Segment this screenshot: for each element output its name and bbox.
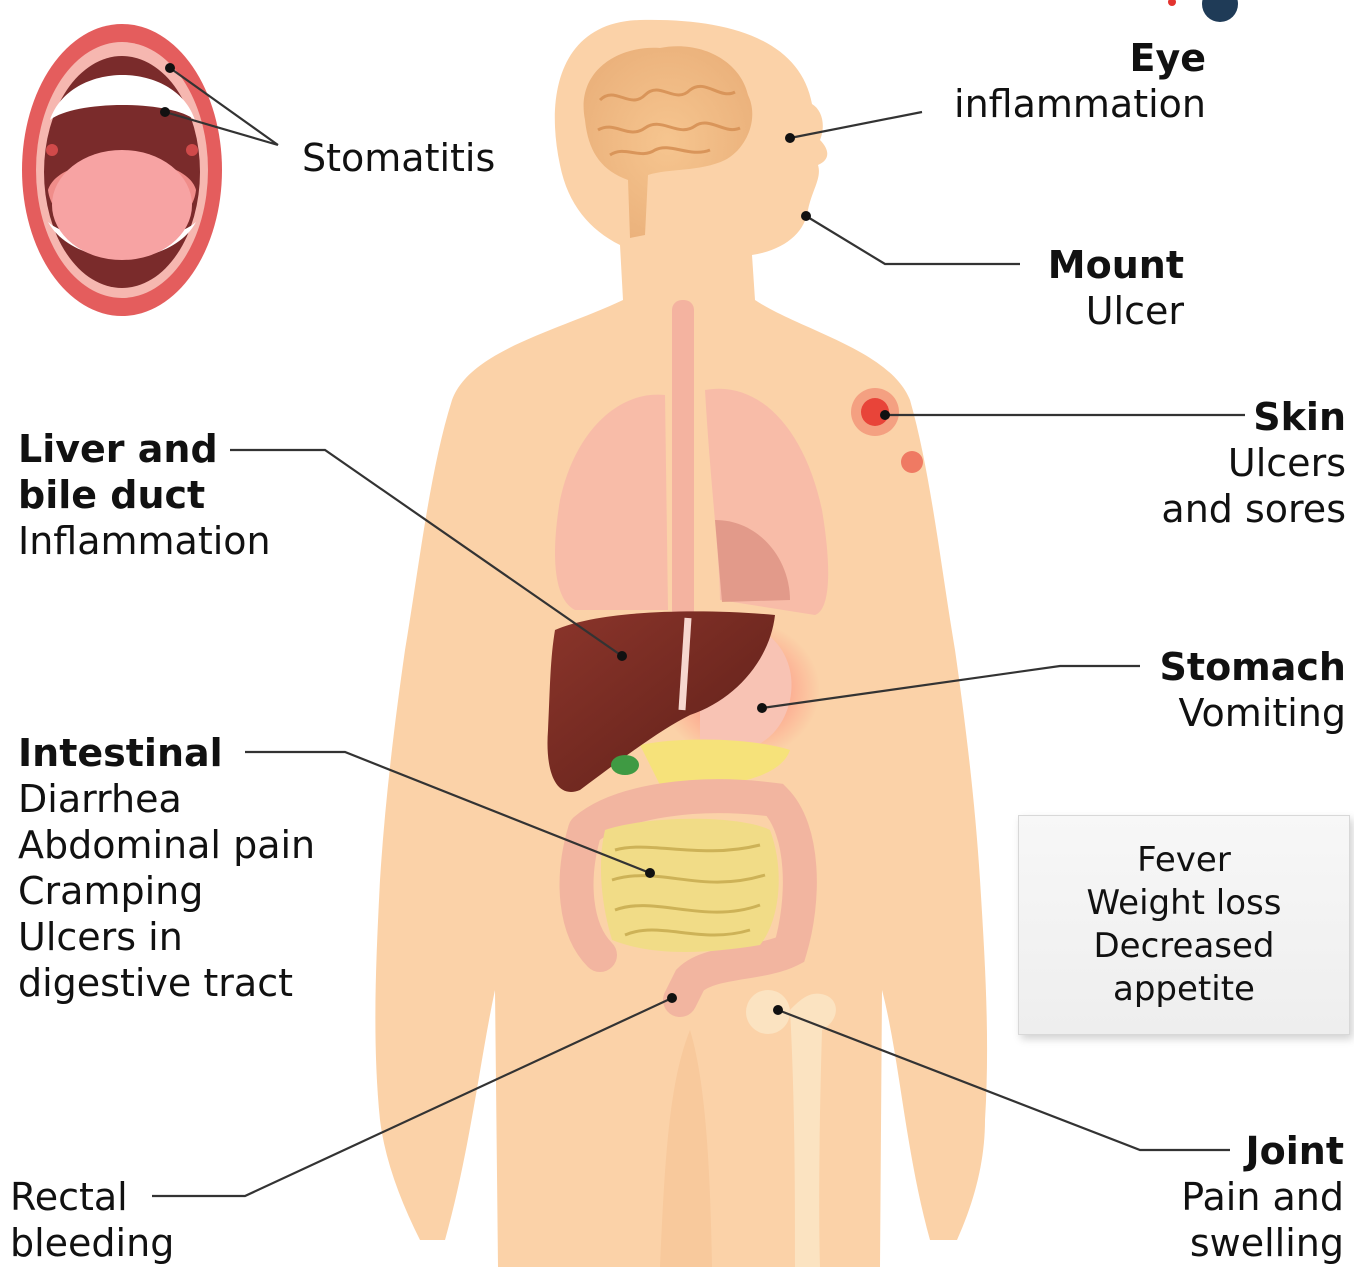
joint-detail-2: swelling (1181, 1220, 1344, 1266)
rectal-detail-2: bleeding (10, 1220, 174, 1266)
joint-title: Joint (1181, 1128, 1344, 1174)
eye-title: Eye (954, 35, 1206, 81)
stomach-label: Stomach Vomiting (1160, 644, 1346, 736)
intestinal-detail-4: Ulcers in (18, 914, 315, 960)
joint-detail-1: Pain and (1181, 1174, 1344, 1220)
general-symptom-item: Decreased (1087, 925, 1282, 968)
open-mouth (22, 24, 222, 316)
intestinal-detail-2: Abdominal pain (18, 822, 315, 868)
liver-label: Liver and bile duct Inflammation (18, 426, 271, 564)
intestinal-label: Intestinal Diarrhea Abdominal pain Cramp… (18, 730, 315, 1006)
intestinal-detail-5: digestive tract (18, 960, 315, 1006)
liver-title-2: bile duct (18, 472, 271, 518)
leader-mouth-ulcer (806, 216, 1020, 264)
general-symptom-item: Fever (1087, 839, 1282, 882)
intestinal-title: Intestinal (18, 730, 315, 776)
skin-label: Skin Ulcers and sores (1161, 394, 1346, 532)
stomach-title: Stomach (1160, 644, 1346, 690)
liver-title-1: Liver and (18, 426, 271, 472)
skin-title: Skin (1161, 394, 1346, 440)
general-symptoms-box: Fever Weight loss Decreased appetite (1018, 815, 1350, 1035)
stomatitis-label: Stomatitis (302, 135, 495, 181)
skin-detail-2: and sores (1161, 486, 1346, 532)
skin-detail-1: Ulcers (1161, 440, 1346, 486)
mouth-ulcer-detail: Ulcer (1048, 288, 1184, 334)
corner-logo-fragment (1168, 0, 1238, 22)
rectal-label: Rectal bleeding (10, 1174, 174, 1266)
mouth-ulcer-label: Mount Ulcer (1048, 242, 1184, 334)
mouth-ulcer-title: Mount (1048, 242, 1184, 288)
intestinal-detail-3: Cramping (18, 868, 315, 914)
joint-label: Joint Pain and swelling (1181, 1128, 1344, 1266)
rectal-detail-1: Rectal (10, 1174, 174, 1220)
general-symptoms-list: Fever Weight loss Decreased appetite (1087, 839, 1282, 1011)
stomatitis-text: Stomatitis (302, 135, 495, 181)
general-symptom-item: Weight loss (1087, 882, 1282, 925)
stomach-detail: Vomiting (1160, 690, 1346, 736)
general-symptom-item: appetite (1087, 968, 1282, 1011)
eye-label: Eye inflammation (954, 35, 1206, 127)
liver-detail: Inflammation (18, 518, 271, 564)
intestinal-detail-1: Diarrhea (18, 776, 315, 822)
esophagus (672, 300, 694, 620)
eye-detail: inflammation (954, 81, 1206, 127)
